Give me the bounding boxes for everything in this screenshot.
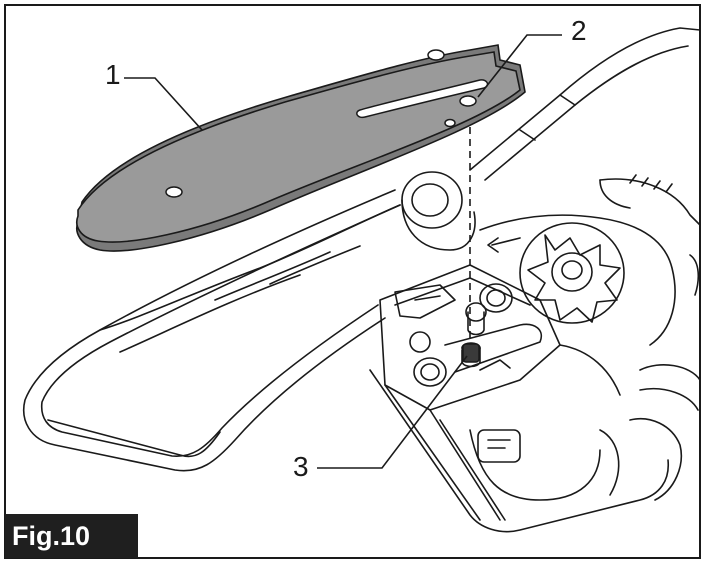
chainsaw-body [23, 27, 701, 533]
guide-plate [76, 44, 526, 252]
callout-3: 3 [293, 451, 309, 482]
leader-line-2 [477, 34, 562, 98]
chain-tension-pin [462, 343, 480, 363]
leader-line-1 [124, 77, 203, 131]
leader-lines [124, 34, 562, 469]
callout-2: 2 [571, 15, 587, 46]
figure-label: Fig.10 [12, 521, 91, 551]
figure-label-box [5, 514, 138, 558]
leader-line-3 [317, 355, 468, 469]
callout-1: 1 [105, 59, 121, 90]
